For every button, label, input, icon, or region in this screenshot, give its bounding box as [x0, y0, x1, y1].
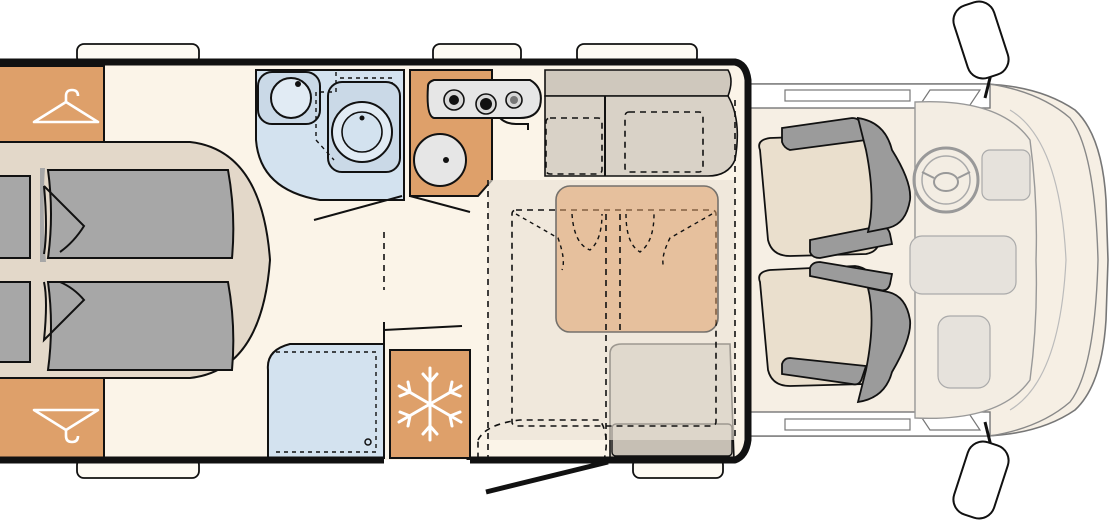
double-bed: [0, 141, 272, 379]
coat-hanger-icon: [32, 88, 100, 124]
steering-wheel-icon: [912, 146, 980, 214]
dashboard: [909, 100, 1038, 420]
wardrobe-bottom-left: [0, 377, 105, 460]
gas-burner-icon: [426, 79, 542, 130]
outer-wall: [0, 58, 752, 464]
cab-seat-passenger: [758, 261, 912, 404]
mirror-right: [952, 421, 1010, 520]
coat-hanger-icon: [32, 408, 100, 444]
entrance-door: [485, 459, 609, 495]
cab-seat-driver: [758, 116, 912, 259]
toilet-icon: [315, 72, 401, 173]
mattress-bottom: [46, 281, 235, 371]
wardrobe-top-left: [0, 65, 105, 147]
mirror-left: [952, 0, 1010, 99]
snowflake-icon: [397, 366, 463, 442]
washbasin-icon: [257, 71, 321, 125]
shower-tray: [266, 322, 385, 459]
dinette-bench-top: [544, 69, 739, 177]
sink-icon: [413, 133, 467, 187]
dinette-table: [515, 185, 719, 440]
mattress-top: [46, 169, 235, 259]
